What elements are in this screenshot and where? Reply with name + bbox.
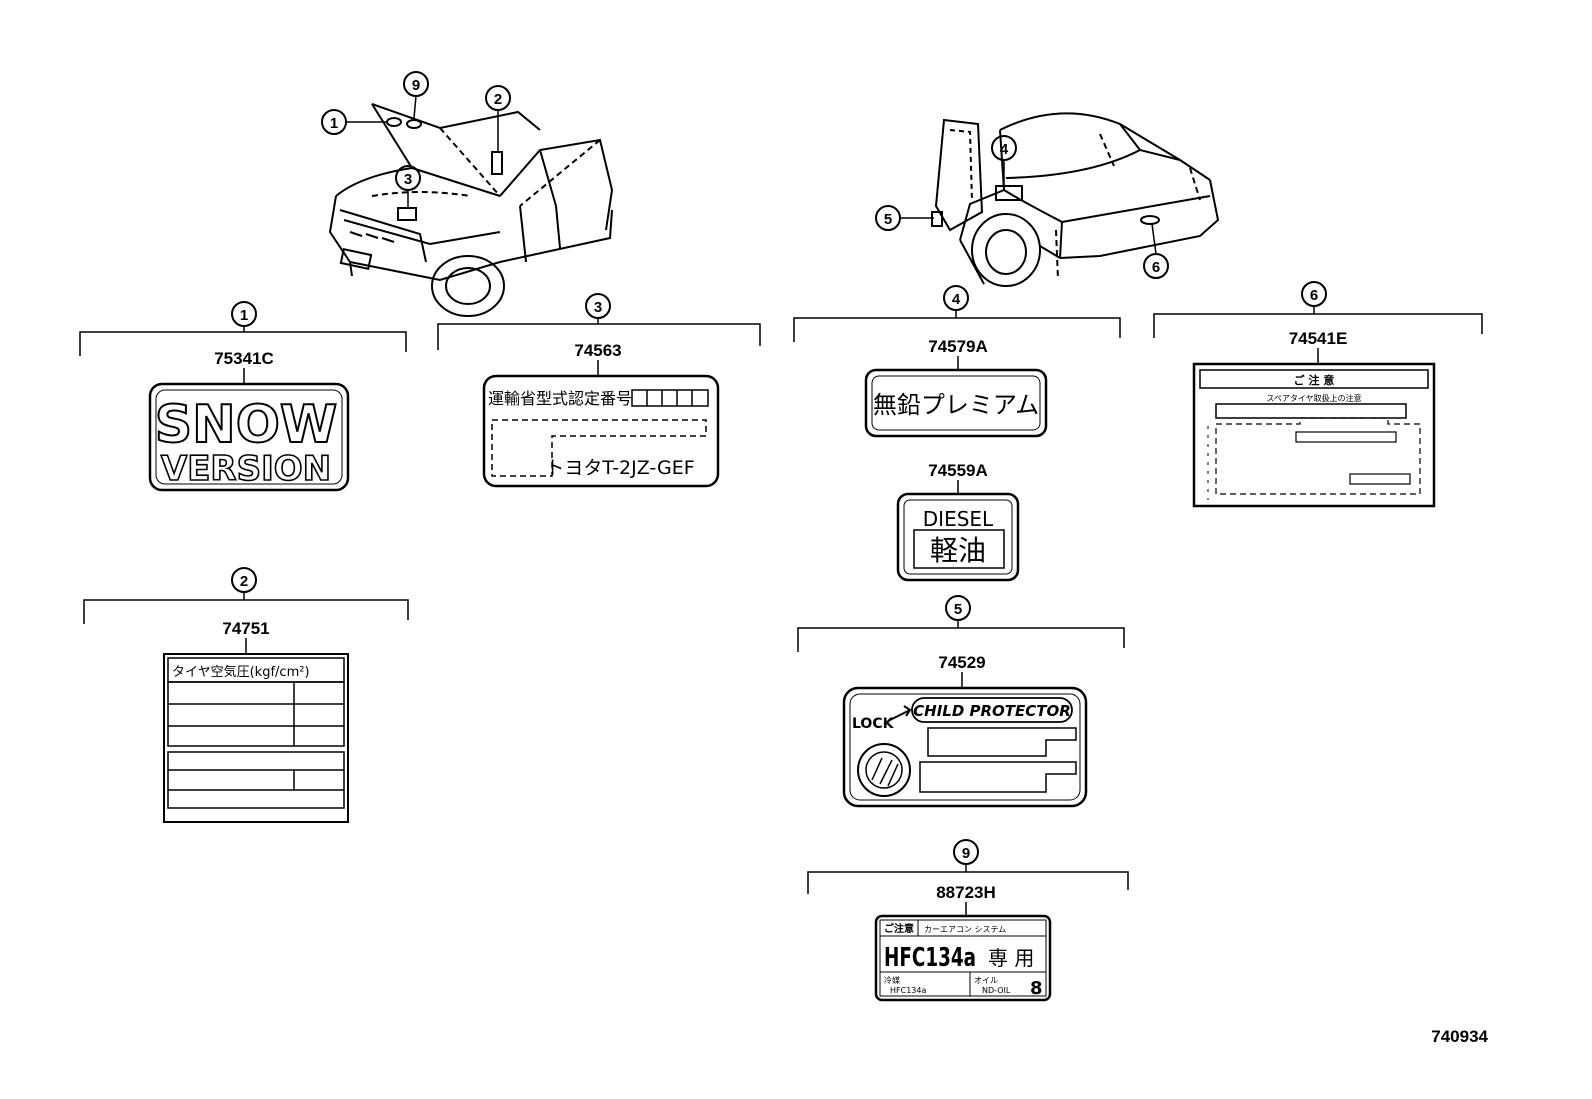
- svg-text:5: 5: [884, 211, 892, 228]
- svg-text:8: 8: [1030, 978, 1043, 999]
- part-number-88723h: 88723H: [936, 883, 996, 902]
- svg-text:2: 2: [240, 573, 248, 590]
- diesel-text: DIESEL: [923, 507, 994, 531]
- cert-engine: トヨタT-2JZ-GEF: [545, 457, 694, 479]
- part-number-74559a: 74559A: [928, 461, 988, 480]
- diesel-jp-text: 軽油: [930, 534, 986, 567]
- cert-title: 運輸省型式認定番号: [488, 389, 632, 408]
- label-unleaded-premium: 無鉛プレミアム: [864, 368, 1048, 438]
- svg-text:4: 4: [952, 291, 961, 308]
- svg-text:3: 3: [594, 299, 602, 316]
- svg-text:ND-OIL: ND-OIL: [982, 986, 1011, 995]
- group-4: 4 74579A: [793, 285, 1121, 370]
- group-9: 9 88723H: [807, 839, 1129, 916]
- ac-refrigerant-text: HFC134a: [884, 943, 976, 973]
- svg-text:9: 9: [412, 77, 420, 94]
- tire-title: タイヤ空気圧(kgf/cm²): [172, 664, 310, 680]
- snow-text: SNOW: [155, 395, 338, 455]
- group-5: 5 74529: [797, 595, 1125, 688]
- part-number-74751: 74751: [222, 619, 269, 638]
- svg-text:2: 2: [494, 91, 502, 108]
- callout-9-front: 9: [403, 71, 429, 119]
- svg-text:スペアタイヤ取扱上の注意: スペアタイヤ取扱上の注意: [1266, 393, 1361, 403]
- callout-1-front: 1: [321, 109, 388, 135]
- version-text: VERSION: [161, 449, 331, 489]
- label-caution-spare-tire: ご 注 意 スペアタイヤ取扱上の注意: [1192, 362, 1436, 508]
- part-number-74529: 74529: [938, 653, 985, 672]
- svg-text:ご注意: ご注意: [884, 922, 914, 935]
- part-number-74541e: 74541E: [1289, 329, 1348, 348]
- label-tire-pressure: タイヤ空気圧(kgf/cm²): [163, 653, 349, 823]
- part-number-74579a: 74579A: [928, 337, 988, 356]
- diagram-code: 740934: [1431, 1027, 1488, 1046]
- label-child-protector: CHILD PROTECTOR LOCK: [842, 686, 1088, 808]
- child-protector-text: CHILD PROTECTOR: [913, 702, 1071, 720]
- svg-text:1: 1: [330, 115, 338, 132]
- svg-text:ご 注 意: ご 注 意: [1294, 373, 1335, 387]
- label-snow-version: SNOW VERSION: [148, 382, 350, 492]
- svg-text:オイル: オイル: [974, 976, 998, 985]
- svg-text:カーエアコン システム: カーエアコン システム: [924, 925, 1006, 934]
- label-certification: 運輸省型式認定番号 トヨタT-2JZ-GEF: [482, 374, 720, 488]
- part-number-74563: 74563: [574, 341, 621, 360]
- front-car-illustration: [328, 103, 614, 317]
- part-74559a: 74559A: [928, 461, 988, 494]
- label-diesel: DIESEL 軽油: [896, 492, 1020, 582]
- svg-text:専 用: 専 用: [988, 946, 1034, 970]
- svg-text:4: 4: [1000, 141, 1009, 158]
- svg-text:1: 1: [240, 307, 248, 324]
- callout-6-rear: 6: [1143, 223, 1169, 279]
- premium-text: 無鉛プレミアム: [873, 391, 1039, 419]
- callout-4-rear: 4: [991, 135, 1017, 186]
- group-1: 1 75341C: [79, 301, 407, 384]
- group-6: 6 74541E: [1153, 281, 1483, 364]
- callout-3-front: 3: [395, 165, 421, 208]
- svg-text:6: 6: [1310, 287, 1318, 304]
- callout-2-front: 2: [485, 85, 511, 152]
- svg-text:9: 9: [962, 845, 970, 862]
- label-ac-refrigerant: ご注意 カーエアコン システム HFC134a 専 用 冷媒 HFC134a オ…: [874, 914, 1052, 1002]
- rear-car-illustration: [931, 112, 1220, 287]
- callout-5-rear: 5: [875, 205, 934, 231]
- svg-text:6: 6: [1152, 259, 1160, 276]
- group-2: 2 74751: [83, 567, 409, 654]
- lock-text: LOCK: [852, 716, 895, 732]
- svg-text:冷媒: 冷媒: [884, 975, 900, 985]
- group-3: 3 74563: [437, 293, 761, 376]
- svg-text:5: 5: [954, 601, 962, 618]
- svg-text:3: 3: [404, 171, 412, 188]
- part-number-75341c: 75341C: [214, 349, 274, 368]
- svg-text:HFC134a: HFC134a: [890, 986, 926, 995]
